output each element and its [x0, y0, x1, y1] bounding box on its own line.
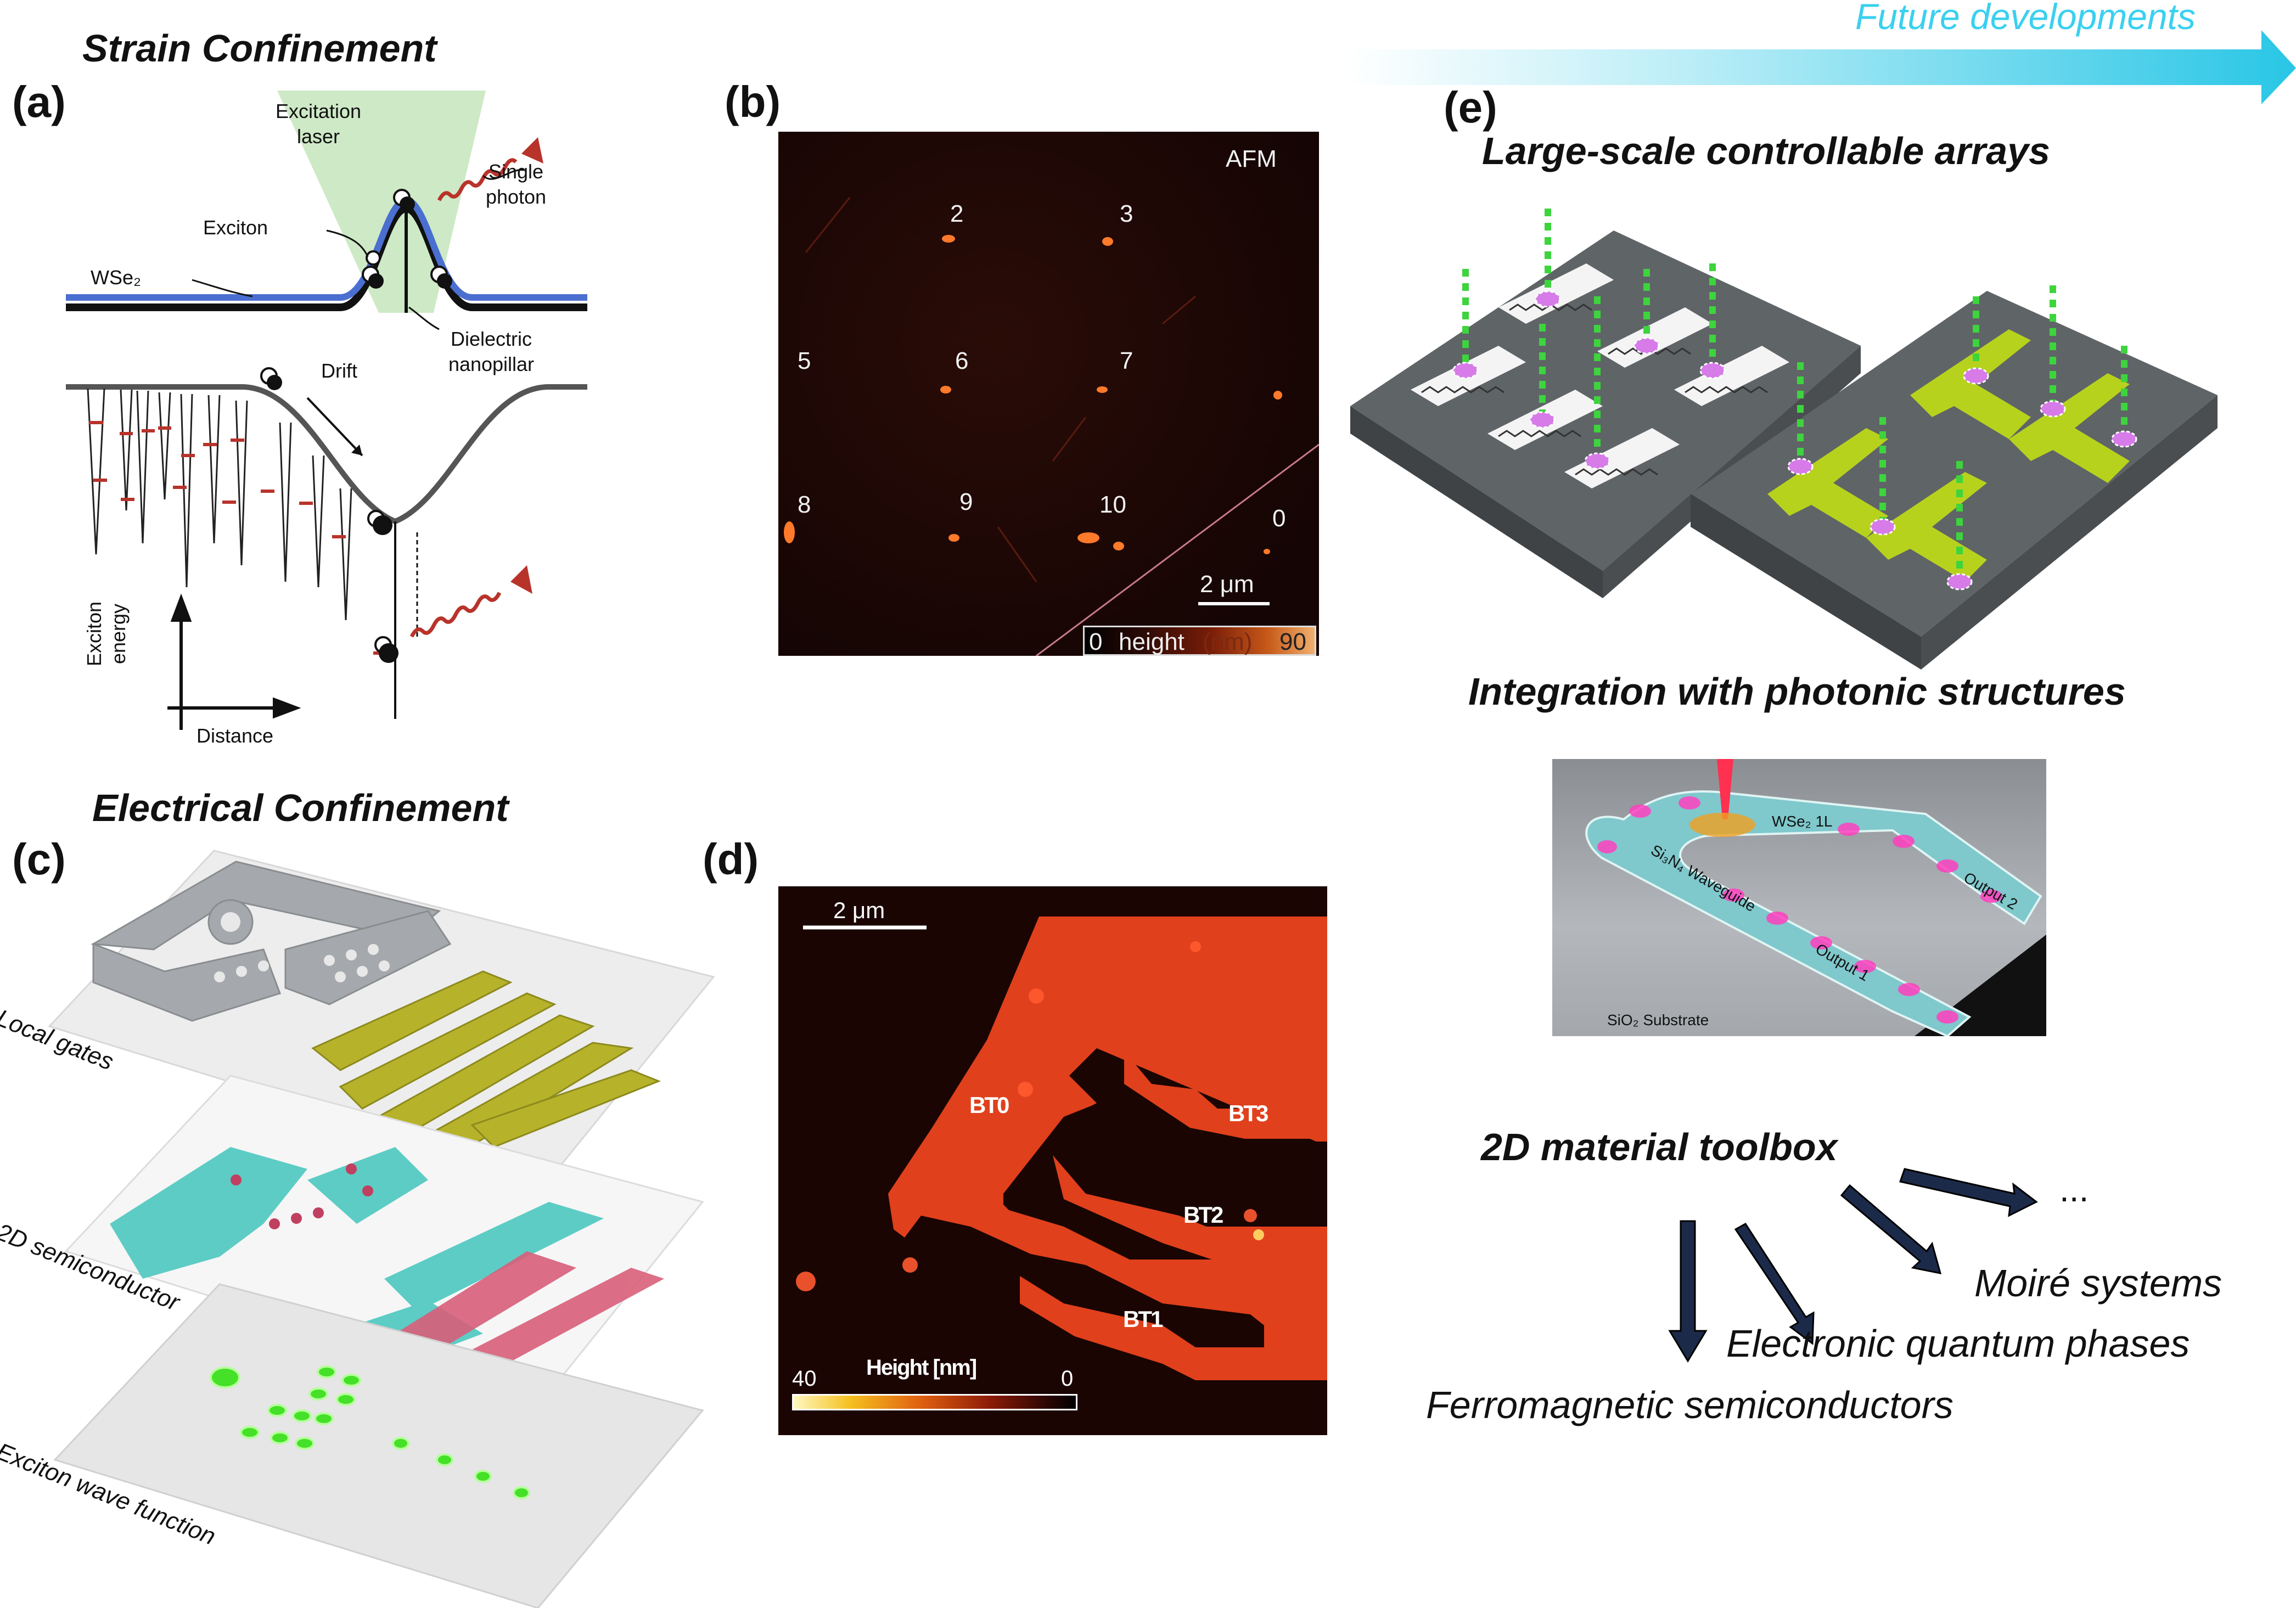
toolbox-item-ellipsis: ...	[2059, 1170, 2089, 1209]
afm-colorbar-max: 90	[1279, 628, 1306, 655]
afm-tag: AFM	[1226, 145, 1277, 172]
emitted-photon-wave	[409, 592, 502, 638]
panel-c-label: (c)	[12, 835, 66, 884]
panel-d-label: (d)	[703, 835, 759, 884]
site-number: 8	[798, 491, 811, 518]
panel-c-diagram	[48, 850, 715, 1608]
toolbox-arrows	[1668, 1168, 2038, 1363]
label-dielectric-nanopillar: Dielectric nanopillar	[448, 328, 535, 375]
label-drift: Drift	[321, 359, 357, 382]
height-colorbar-title: Height [nm]	[866, 1356, 977, 1380]
afm-colorbar-min: 0	[1089, 628, 1103, 655]
afm-image: AFM 2 3 5 6 7 8 9 10 0 2 μm 0 height (nm…	[778, 132, 1319, 656]
panel-b-label: (b)	[725, 77, 781, 126]
site-number: 0	[1272, 505, 1286, 532]
photon-pulses	[1597, 796, 2002, 1024]
energy-landscape	[66, 384, 587, 525]
label-wse2: WSe₂	[91, 266, 141, 289]
height-map-scalebar-label: 2 μm	[833, 897, 885, 923]
gate-label-bt2: BT2	[1183, 1202, 1223, 1228]
toolbox-item-electronic: Electronic quantum phases	[1726, 1322, 2190, 1365]
site-number: 6	[955, 347, 969, 374]
site-number: 10	[1099, 491, 1126, 518]
site-number: 9	[959, 488, 973, 515]
afm-scalebar-label: 2 μm	[1200, 571, 1254, 598]
label-single-photon: Single photon	[485, 160, 547, 208]
panel-e-label: (e)	[1444, 83, 1497, 132]
excitation-beam	[1717, 759, 1733, 819]
arrow-to-ferromagnetic	[1668, 1220, 1708, 1363]
arrow-to-ellipsis	[1899, 1168, 2038, 1217]
height-map-image: 2 μm BT0 BT3 BT2 BT1 Height [nm] 40 0	[778, 886, 1327, 1435]
exciton-spots	[210, 1365, 530, 1499]
axes	[167, 593, 301, 730]
afm-spots	[784, 235, 1282, 554]
afm-colorbar-label: height	[1119, 628, 1185, 655]
toolbox-item-moire: Moiré systems	[1974, 1262, 2222, 1305]
quantum-emitters	[1452, 290, 2137, 591]
panel-e-subtitle-arrays: Large-scale controllable arrays	[1482, 130, 2050, 172]
afm-colorbar-unit: (nm)	[1203, 628, 1253, 655]
gate-label-bt3: BT3	[1228, 1100, 1268, 1126]
photonic-label-wse2: WSe₂ 1L	[1772, 813, 1833, 830]
panel-e-subtitle-photonic: Integration with photonic structures	[1468, 670, 2126, 713]
site-number: 2	[950, 200, 964, 227]
label-distance: Distance	[197, 724, 274, 747]
label-exciton-energy: Exciton energy	[83, 601, 130, 667]
height-colorbar-min: 40	[792, 1367, 817, 1391]
panel-c-title: Electrical Confinement	[92, 786, 509, 829]
label-excitation-laser: Excitation laser	[275, 100, 362, 148]
gate-electrodes-grey	[91, 861, 452, 1022]
controllable-arrays-diagram	[1350, 209, 2218, 670]
afm-colorbar: 0 height (nm) 90	[1083, 626, 1316, 656]
panel-a-diagram	[66, 91, 587, 730]
arrow-to-electronic	[1734, 1223, 1815, 1345]
panel-a-label: (a)	[12, 77, 66, 126]
arrow-to-moire	[1840, 1184, 1942, 1274]
panel-a-title: Strain Confinement	[82, 27, 437, 70]
exciton-particles-top	[362, 189, 452, 289]
wse2-layer	[66, 196, 587, 301]
height-colorbar-max: 0	[1061, 1367, 1074, 1391]
photonic-waveguide-image: WSe₂ 1L Si₃N₄ Waveguide Output 1 Output …	[1552, 759, 2046, 1036]
site-number: 3	[1120, 200, 1133, 227]
toolbox-title: 2D material toolbox	[1481, 1126, 1838, 1168]
toolbox-item-ferromagnetic: Ferromagnetic semiconductors	[1426, 1384, 1953, 1426]
future-developments-label: Future developments	[1855, 0, 2196, 37]
waveguide-loop	[1585, 790, 2042, 1036]
label-exciton: Exciton	[203, 216, 268, 239]
gate-label-bt0: BT0	[969, 1092, 1009, 1118]
site-number: 5	[798, 347, 811, 374]
gate-label-bt1: BT1	[1123, 1306, 1163, 1332]
site-number: 7	[1120, 347, 1133, 374]
height-map-gates	[888, 917, 1327, 1380]
optical-beams	[1462, 209, 2127, 582]
photonic-label-substrate: SiO₂ Substrate	[1607, 1011, 1709, 1028]
height-colorbar	[792, 1394, 1077, 1410]
single-photon-wave	[437, 158, 518, 201]
substrate-line	[66, 204, 587, 311]
